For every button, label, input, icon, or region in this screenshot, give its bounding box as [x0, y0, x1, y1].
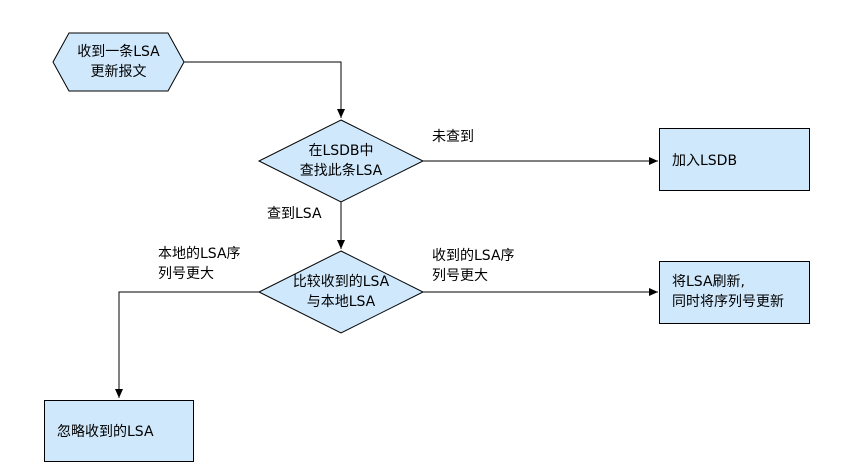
decision2-line2: 与本地LSA [306, 294, 376, 310]
edge-start-to-decision1 [184, 61, 345, 118]
decision2-label: 比较收到的LSA 与本地LSA [259, 272, 423, 312]
received-larger-line2: 列号更大 [432, 268, 488, 284]
start-line2: 更新报文 [90, 64, 147, 80]
decision1-label: 在LSDB中 查找此条LSA [259, 141, 423, 181]
local-larger-line2: 列号更大 [158, 266, 214, 282]
refresh-lsa-box: 将LSA刷新, 同时将序列号更新 [659, 261, 810, 324]
decision1-line2: 查找此条LSA [299, 163, 383, 179]
edge-label-received-larger: 收到的LSA序 列号更大 [432, 246, 515, 286]
ignore-text: 忽略收到的LSA [57, 424, 154, 440]
refresh-line1: 将LSA刷新, [672, 274, 745, 290]
decision1-line1: 在LSDB中 [308, 143, 374, 159]
received-larger-line1: 收到的LSA序 [432, 248, 515, 264]
decision2-line1: 比较收到的LSA [292, 274, 390, 290]
add-to-lsdb-box: 加入LSDB [659, 128, 810, 191]
edge-label-found: 查到LSA [267, 206, 322, 222]
edge-label-not-found: 未查到 [432, 129, 474, 145]
ignore-lsa-box: 忽略收到的LSA [44, 400, 194, 462]
edge-label-local-larger: 本地的LSA序 列号更大 [158, 244, 241, 284]
local-larger-line1: 本地的LSA序 [158, 246, 241, 262]
refresh-line2: 同时将序列号更新 [672, 294, 784, 310]
edge-decision2-to-ignore [115, 291, 259, 398]
decision2-diamond [257, 250, 425, 334]
start-line1: 收到一条LSA [77, 44, 160, 60]
add-to-lsdb-text: 加入LSDB [672, 153, 738, 169]
start-label: 收到一条LSA 更新报文 [53, 42, 184, 82]
